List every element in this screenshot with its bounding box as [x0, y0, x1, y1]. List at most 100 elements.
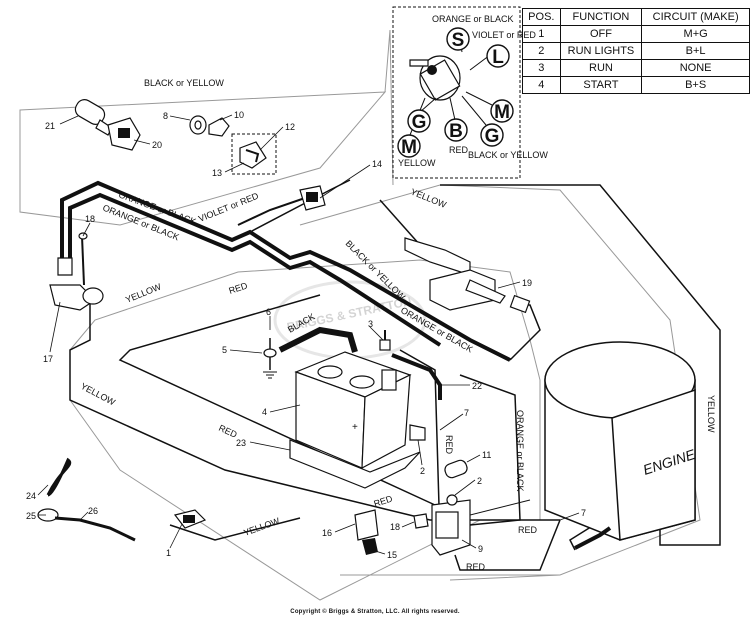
table-cell: B+S [641, 76, 750, 94]
callout-26: 26 [88, 506, 98, 516]
terminal-l-label: L [492, 47, 504, 68]
label-orange-or-black: ORANGE or BLACK [432, 14, 514, 24]
callout-21: 21 [45, 121, 55, 131]
callout-16: 16 [322, 528, 332, 538]
switch-box-12 [231, 133, 277, 175]
callout-15: 15 [387, 550, 397, 560]
wire-label-red-vert: RED [444, 435, 454, 455]
col-header-pos: POS. [522, 8, 561, 26]
wire-part-24 [46, 457, 72, 497]
wire-harness [60, 179, 721, 571]
engine: ENGINE [544, 341, 698, 541]
svg-text:+: + [352, 422, 358, 433]
part-16 [354, 509, 379, 541]
label-yellow: YELLOW [398, 158, 436, 168]
callout-1: 1 [166, 548, 171, 558]
callout-2a: 2 [420, 466, 425, 476]
nut-part-2 [409, 424, 426, 441]
terminal-l [486, 44, 510, 68]
terminal-m-right-label: M [494, 102, 510, 123]
callout-9: 9 [478, 544, 483, 554]
table-cell: M+G [641, 25, 750, 43]
part-18b [413, 513, 429, 529]
table-row: 1 OFF M+G [522, 25, 750, 43]
wire-label-red-solenoid: RED [373, 493, 395, 509]
table-cell: START [559, 76, 643, 94]
callout-2b: 2 [477, 476, 482, 486]
table-row: 4 START B+S [522, 76, 750, 94]
bracket-part-19 [404, 237, 531, 314]
wire-label-red-right: RED [518, 525, 538, 535]
mounting-plates [19, 29, 701, 601]
callout-7b: 7 [581, 508, 586, 518]
terminal-g-left-label: G [412, 112, 427, 133]
label-red: RED [449, 145, 469, 155]
callout-4: 4 [262, 407, 267, 417]
terminal-b-label: B [449, 121, 463, 142]
wire-label-yellow-top: YELLOW [409, 187, 448, 211]
callout-7: 7 [464, 408, 469, 418]
wire-label-red-bottom: RED [466, 562, 486, 572]
cable-part-26 [54, 516, 136, 542]
part-11 [444, 459, 468, 479]
callout-18b: 18 [390, 522, 400, 532]
table-header-row: POS. FUNCTION CIRCUIT (MAKE) [522, 8, 750, 26]
wire-label-yellow-left: YELLOW [124, 281, 163, 305]
callout-13: 13 [212, 168, 222, 178]
wire-label-yellow-bottom: YELLOW [242, 515, 281, 537]
label-violet-or-red: VIOLET or RED [472, 30, 536, 40]
table-cell: 1 [522, 25, 561, 43]
wire-label-orange-or-black-3: ORANGE or BLACK [399, 305, 475, 354]
bolt-part-3 [379, 330, 391, 351]
battery-part-4: + [294, 351, 412, 470]
wire-label-yellow-engine: YELLOW [706, 395, 716, 433]
table-cell: 4 [522, 76, 561, 94]
switch-assembly-17 [49, 232, 104, 311]
callout-10: 10 [234, 110, 244, 120]
callout-12: 12 [285, 122, 295, 132]
callout-19: 19 [522, 278, 532, 288]
callout-23: 23 [236, 438, 246, 448]
wire-label-red-mid: RED [228, 280, 250, 296]
callouts [37, 114, 580, 555]
callout-25: 25 [26, 511, 36, 521]
callout-3: 3 [368, 319, 373, 329]
callout-24: 24 [26, 491, 36, 501]
table-cell: 3 [522, 59, 561, 77]
table-cell: RUN LIGHTS [559, 42, 643, 60]
terminal-m-left [397, 134, 421, 158]
wire-label-orange-or-black-vert: ORANGE or BLACK [515, 410, 525, 492]
terminal-g-right [480, 123, 504, 147]
battery-cable-22 [391, 353, 442, 400]
nut-part-10 [208, 117, 230, 137]
table-cell: RUN [559, 59, 643, 77]
col-header-function: FUNCTION [559, 8, 643, 26]
table-cell: OFF [559, 25, 643, 43]
part-15 [362, 538, 378, 555]
battery-cable-black [278, 326, 358, 353]
label-black-or-yellow: BLACK or YELLOW [468, 150, 548, 160]
ground-part-5 [263, 338, 277, 379]
solenoid-part-9 [431, 494, 471, 556]
bulb-part-21 [74, 99, 113, 136]
table-row: 2 RUN LIGHTS B+L [522, 42, 750, 60]
battery-tray-23 [289, 439, 421, 489]
copyright-notice: Copyright © Briggs & Stratton, LLC. All … [290, 609, 460, 615]
col-header-circuit: CIRCUIT (MAKE) [641, 8, 750, 26]
terminal-m-left-label: M [401, 137, 417, 158]
table-cell: NONE [641, 59, 750, 77]
terminal-g-left [407, 109, 431, 133]
callout-8: 8 [163, 111, 168, 121]
switch-detail-box: ORANGE or BLACK VIOLET or RED S L M G B … [392, 6, 548, 179]
table-row: 3 RUN NONE [522, 59, 750, 77]
terminal-g-right-label: G [485, 126, 500, 147]
terminal-m-right [490, 99, 514, 123]
wire-label-yellow-lower-left: YELLOW [79, 381, 117, 408]
switch-function-table: POS. FUNCTION CIRCUIT (MAKE) 1 OFF M+G 2… [522, 8, 750, 94]
connector-part-1 [173, 509, 207, 529]
callout-11: 11 [482, 450, 491, 460]
callout-numbers: 21 8 10 20 12 13 14 18 17 19 3 6 5 22 4 … [26, 110, 586, 560]
callout-20: 20 [152, 140, 162, 150]
terminal-s-label: S [452, 30, 465, 51]
